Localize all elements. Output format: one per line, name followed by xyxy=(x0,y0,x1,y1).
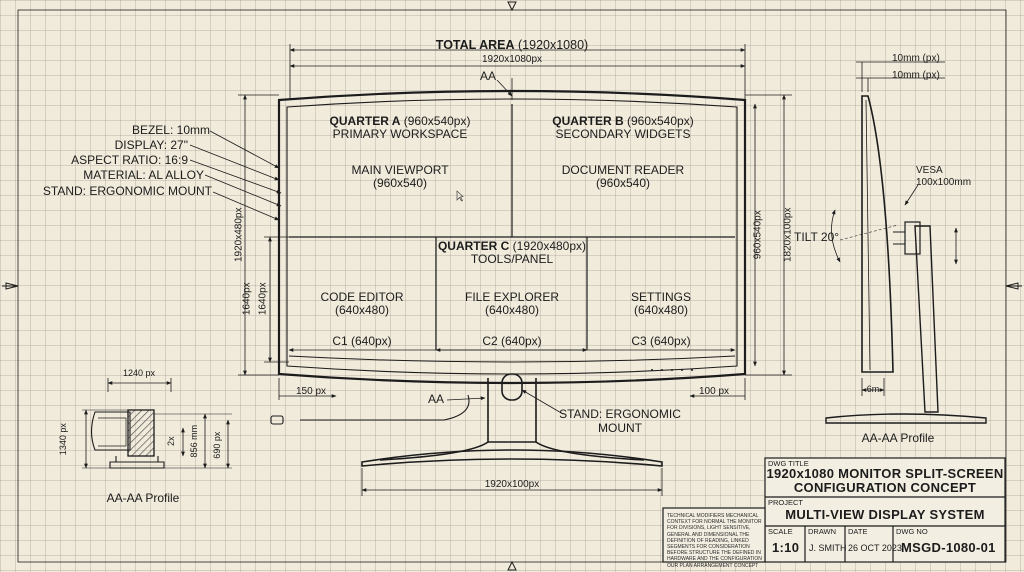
section-marker-top: AA xyxy=(479,69,497,83)
side-top-dim-2: 10mm (px) xyxy=(892,70,940,81)
left-inner-dim-a: 1640px xyxy=(241,282,253,316)
spec-material: MATERIAL: AL ALLOY xyxy=(83,168,204,182)
side-foot-dim: 6m xyxy=(866,384,880,394)
profile-width-dim: 1240 px xyxy=(122,368,156,378)
left-inner-dim-b: 1640px xyxy=(257,282,269,316)
dimension-lines xyxy=(238,44,792,496)
spec-stand: STAND: ERGONOMIC MOUNT xyxy=(42,184,212,198)
spec-aspect-ratio: ASPECT RATIO: 16:9 xyxy=(71,153,188,167)
quarter-a-subtitle: PRIMARY WORKSPACE xyxy=(332,127,468,141)
technical-notes: TECHNICAL MODIFIERS MECHANICAL CONTEXT F… xyxy=(667,513,762,569)
panel-file-explorer: FILE EXPLORER xyxy=(464,290,560,304)
panel-file-explorer-size: (640x480) xyxy=(484,303,540,317)
quarter-a-content: MAIN VIEWPORT xyxy=(351,163,449,177)
column-c2-dim: C2 (640px) xyxy=(482,334,542,348)
profile-h1-dim: 1340 px xyxy=(57,423,68,456)
panel-code-editor-size: (640x480) xyxy=(334,303,390,317)
quarter-a-content-size: (960x540) xyxy=(372,176,428,190)
profile-h3-dim: 856 mm xyxy=(188,424,199,458)
panel-settings: SETTINGS xyxy=(630,290,692,304)
scale-label: SCALE xyxy=(768,527,793,536)
quarter-c-subtitle: TOOLS/PANEL xyxy=(470,252,554,266)
tilt-label: TILT 20° xyxy=(794,230,840,244)
project-label: PROJECT xyxy=(768,498,804,507)
project-name: MULTI-VIEW DISPLAY SYSTEM xyxy=(785,507,985,522)
spec-bezel: BEZEL: 10mm xyxy=(131,123,210,137)
total-area-label: TOTAL AREA (1920x1080) xyxy=(435,38,589,52)
profile-caption: AA-AA Profile xyxy=(106,491,180,505)
side-top-dim-1: 10mm (px) xyxy=(892,53,940,64)
bottom-right-dim: 100 px xyxy=(698,386,730,397)
profile-h4-dim: 690 px xyxy=(211,431,222,459)
panel-code-editor: CODE EDITOR xyxy=(320,290,404,304)
quarter-b-content: DOCUMENT READER xyxy=(561,163,685,177)
scale-value: 1:10 xyxy=(772,540,800,555)
cursor-icon xyxy=(456,190,464,202)
dwg-no-value: MSGD-1080-01 xyxy=(901,540,996,555)
drawn-value: J. SMITH xyxy=(809,543,847,553)
right-dim-b: 1820x100px xyxy=(782,207,794,263)
quarter-c-title: QUARTER C (1920x480px) xyxy=(437,239,587,253)
bottom-left-dim: 150 px xyxy=(295,386,327,397)
title-block-frame xyxy=(662,457,1006,563)
drawn-label: DRAWN xyxy=(808,527,837,536)
stand-label: STAND: ERGONOMIC MOUNT xyxy=(559,407,681,435)
profile-section xyxy=(82,378,232,469)
quarter-b-subtitle: SECONDARY WIDGETS xyxy=(555,127,691,141)
date-value: 26 OCT 2023 xyxy=(848,543,902,553)
date-label: DATE xyxy=(848,527,868,536)
top-width-dim: 1920x1080px xyxy=(481,54,543,65)
left-outer-dim: 1920x480px xyxy=(233,207,245,263)
column-c3-dim: C3 (640px) xyxy=(631,334,691,348)
dwg-title-label: DWG TITLE xyxy=(768,459,809,468)
monitor-side-view xyxy=(825,61,987,424)
quarter-a-title: QUARTER A (960x540px) xyxy=(329,114,471,128)
quarter-b-title: QUARTER B (960x540px) xyxy=(552,114,694,128)
column-c1-dim: C1 (640px) xyxy=(332,334,392,348)
dwg-title: 1920x1080 MONITOR SPLIT-SCREEN CONFIGURA… xyxy=(766,466,1004,495)
dwg-no-label: DWG NO xyxy=(896,527,928,536)
quarter-b-content-size: (960x540) xyxy=(595,176,651,190)
monitor-front xyxy=(277,89,747,385)
side-profile-caption: AA-AA Profile xyxy=(861,431,935,445)
profile-h2-dim: 2x xyxy=(165,436,176,446)
vesa-label: VESA 100x100mm xyxy=(916,165,972,188)
panel-settings-size: (640x480) xyxy=(633,303,689,317)
spec-display: DISPLAY: 27" xyxy=(114,138,188,152)
right-dim-a: 960x540px xyxy=(752,210,764,260)
spec-leaders xyxy=(189,79,564,415)
section-marker-bottom: AA xyxy=(428,392,445,406)
base-width-dim: 1920x100px xyxy=(484,479,540,490)
